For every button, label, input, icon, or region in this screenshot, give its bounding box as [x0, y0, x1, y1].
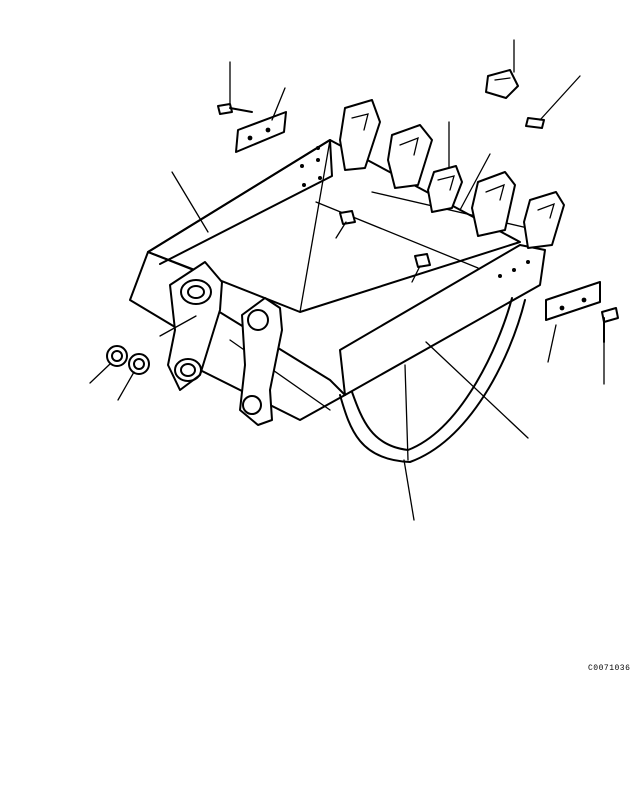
- boss-bracket-left: [167, 261, 223, 391]
- nut-center-right: [414, 253, 431, 268]
- washer-outer: [106, 345, 128, 367]
- tooth-5: [523, 191, 565, 249]
- lock-top-right: [485, 69, 519, 99]
- bolt-right: [601, 307, 619, 343]
- side-cutter-top-left: [235, 111, 287, 153]
- tooth-1: [339, 99, 381, 171]
- leader-lines: [89, 39, 605, 521]
- nut-center-left: [339, 210, 356, 225]
- side-wall-holes: [300, 146, 530, 278]
- tooth-2: [387, 124, 433, 189]
- bucket-teeth-row: [339, 99, 565, 249]
- tooth-3: [427, 165, 463, 213]
- bolt-top-left: [217, 103, 253, 115]
- tooth-4: [471, 171, 516, 237]
- washer-inner: [128, 353, 150, 375]
- pin-top-right: [525, 117, 545, 129]
- drawing-code-label: C0071036: [588, 664, 631, 673]
- boss-bracket-right: [239, 297, 283, 426]
- side-cutter-right: [545, 281, 601, 321]
